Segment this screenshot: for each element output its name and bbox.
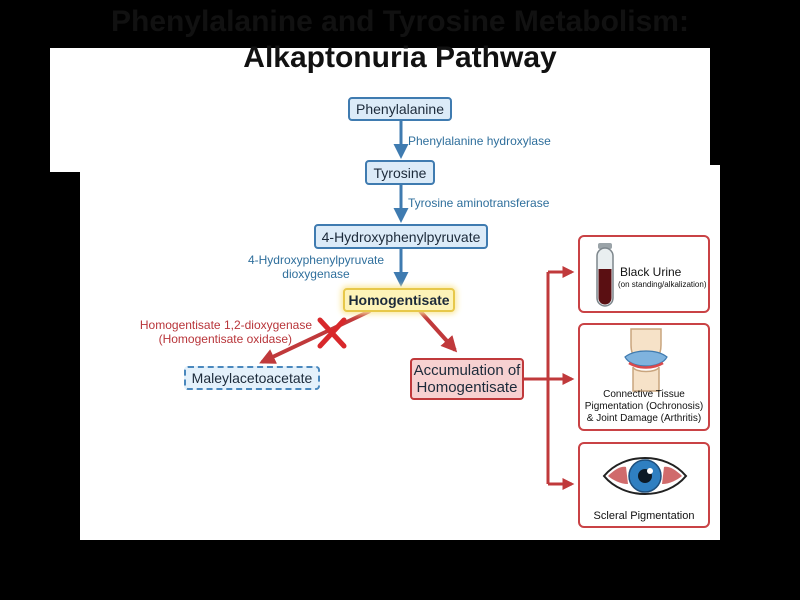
- block-x-icon: [317, 317, 347, 349]
- black-urine-label: Black Urine: [620, 265, 682, 279]
- accumulation-label-line-1: Accumulation of: [413, 362, 521, 379]
- effect-card-black-urine: Black Urine (on standing/alkalization): [578, 235, 710, 313]
- node-phenylalanine: Phenylalanine: [348, 97, 452, 121]
- connective-tissue-line-2: Pigmentation (Ochronosis): [584, 401, 704, 412]
- node-homogentisate: Homogentisate: [343, 288, 455, 312]
- node-maleylacetoacetate: Maleylacetoacetate: [184, 366, 320, 390]
- effect-card-scleral-pigmentation: Scleral Pigmentation: [578, 442, 710, 528]
- branch-connector: [522, 272, 550, 484]
- enzyme-phenylalanine-hydroxylase: Phenylalanine hydroxylase: [408, 134, 551, 148]
- enzyme-hpp-dioxygenase: 4-Hydroxyphenylpyruvate dioxygenase: [240, 253, 392, 281]
- node-homogentisate-label: Homogentisate: [348, 292, 450, 308]
- connective-tissue-line-3: & Joint Damage (Arthritis): [586, 413, 702, 424]
- page-title: Phenylalanine and Tyrosine Metabolism: A…: [0, 4, 800, 76]
- arrow-hga-to-accumulation: [418, 309, 458, 353]
- title-line-1: Phenylalanine and Tyrosine Metabolism:: [111, 5, 689, 38]
- node-tyrosine: Tyrosine: [365, 160, 435, 185]
- enzyme-homogentisate-dioxygenase: Homogentisate 1,2-dioxygenase (Homogenti…: [120, 318, 312, 346]
- black-urine-sublabel: (on standing/alkalization): [618, 280, 707, 289]
- accumulation-label-line-2: Homogentisate: [416, 379, 518, 396]
- node-4-hydroxyphenylpyruvate: 4-Hydroxyphenylpyruvate: [314, 224, 488, 249]
- title-line-2: Alkaptonuria Pathway: [243, 41, 557, 74]
- connective-tissue-line-1: Connective Tissue: [603, 389, 685, 400]
- enzyme-hpp-dioxygenase-line-2: dioxygenase: [282, 267, 350, 281]
- knee-joint-icon: [624, 328, 668, 392]
- effect-card-connective-tissue: Connective Tissue Pigmentation (Ochronos…: [578, 323, 710, 431]
- connective-tissue-text: Connective Tissue Pigmentation (Ochronos…: [582, 389, 706, 425]
- enzyme-hga-dioxygenase-line-1: Homogentisate 1,2-dioxygenase: [139, 318, 312, 332]
- urine-tube-icon: [596, 243, 614, 307]
- node-4-hydroxyphenylpyruvate-label: 4-Hydroxyphenylpyruvate: [321, 228, 481, 245]
- arrow-hga-to-maa-blocked: [259, 309, 371, 364]
- enzyme-hga-dioxygenase-line-2: (Homogentisate oxidase): [158, 332, 292, 346]
- node-maleylacetoacetate-label: Maleylacetoacetate: [191, 370, 313, 386]
- scleral-pigmentation-label: Scleral Pigmentation: [593, 510, 695, 522]
- node-accumulation-of-homogentisate: Accumulation of Homogentisate: [410, 358, 524, 400]
- enzyme-tyrosine-aminotransferase: Tyrosine aminotransferase: [408, 196, 550, 210]
- node-phenylalanine-label: Phenylalanine: [356, 101, 444, 117]
- node-tyrosine-label: Tyrosine: [373, 164, 427, 181]
- eye-icon: [602, 457, 688, 495]
- enzyme-hpp-dioxygenase-line-1: 4-Hydroxyphenylpyruvate: [247, 253, 385, 267]
